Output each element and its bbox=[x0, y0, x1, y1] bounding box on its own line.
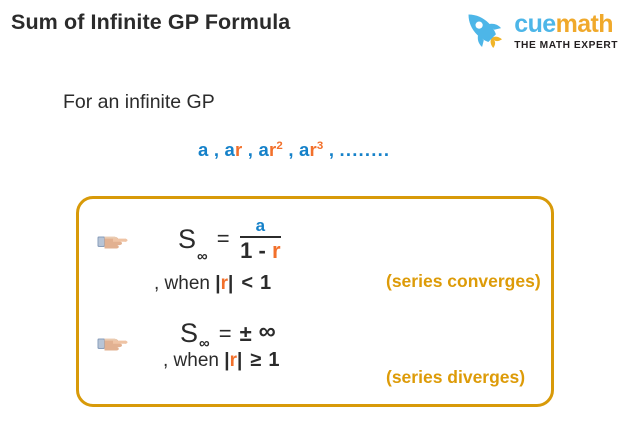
sequence-term-1: a bbox=[198, 139, 209, 160]
condition-value: 1 bbox=[268, 349, 280, 371]
sequence-term-2: ar bbox=[224, 139, 243, 160]
fraction-numerator: a bbox=[255, 216, 266, 235]
formula-row-divergent: S ∞ = ± ∞ , when |r| ≥1 (series diverges) bbox=[96, 317, 525, 388]
logo-tagline: THE MATH EXPERT bbox=[514, 39, 618, 51]
sum-subscript-infinity: ∞ bbox=[197, 248, 208, 266]
rocket-icon bbox=[461, 7, 505, 56]
sum-subscript-infinity: ∞ bbox=[199, 335, 210, 352]
sequence-comma-1: , bbox=[213, 139, 220, 160]
condition-relation: ≥ bbox=[250, 349, 262, 371]
condition-variable-r: r bbox=[229, 350, 237, 371]
condition-value: 1 bbox=[260, 272, 272, 295]
logo-wordmark: cuemath bbox=[514, 9, 618, 38]
infinity-symbol: ∞ bbox=[258, 317, 276, 345]
formula-expression-convergent: S ∞ = a 1 - r bbox=[178, 216, 283, 266]
abs-bar-close: | bbox=[228, 273, 234, 295]
equals-sign: = bbox=[218, 320, 232, 346]
condition-divergent: , when |r| ≥1 bbox=[163, 349, 279, 372]
sum-symbol: S bbox=[180, 318, 199, 348]
abs-bar-close: | bbox=[237, 350, 243, 371]
condition-relation: < bbox=[241, 272, 254, 295]
sequence-ellipsis: ........ bbox=[339, 139, 391, 160]
fraction-denominator: 1 - r bbox=[240, 238, 280, 263]
note-series-diverges: (series diverges) bbox=[386, 367, 526, 387]
abs-bar-open: | bbox=[224, 350, 230, 371]
gp-sequence: a , ar , ar2 , ar3 , ........ bbox=[198, 139, 390, 161]
page-title: Sum of Infinite GP Formula bbox=[11, 10, 291, 34]
logo-word-math: math bbox=[555, 9, 614, 38]
pointing-hand-icon bbox=[96, 326, 130, 360]
logo-text: cuemath THE MATH EXPERT bbox=[514, 9, 618, 51]
pointing-hand-icon bbox=[96, 224, 130, 258]
condition-prefix: , when bbox=[163, 350, 219, 371]
equals-sign: = bbox=[216, 226, 230, 252]
sum-symbol: S bbox=[178, 223, 197, 254]
sequence-comma-4: , bbox=[328, 139, 335, 160]
condition-convergent: , when |r| <1 bbox=[154, 262, 283, 295]
note-series-converges: (series converges) bbox=[386, 271, 541, 291]
sequence-comma-3: , bbox=[288, 139, 294, 160]
fraction-bar bbox=[239, 235, 282, 238]
formula-box: S ∞ = a 1 - r , when |r|<1 (series conve… bbox=[76, 196, 554, 407]
intro-text: For an infinite GP bbox=[63, 91, 215, 113]
formula-expression-divergent: S ∞ = ± ∞ bbox=[180, 317, 279, 353]
sequence-term-4: ar3 bbox=[299, 139, 324, 160]
condition-prefix: , when bbox=[154, 273, 210, 295]
condition-variable-r: r bbox=[220, 273, 228, 295]
formula-body-divergent: S ∞ = ± ∞ , when |r| ≥1 (series diverges) bbox=[130, 317, 525, 388]
abs-bar-open: | bbox=[215, 273, 221, 295]
plus-minus-sign: ± bbox=[239, 320, 252, 346]
sequence-term-3: ar2 bbox=[258, 139, 283, 160]
sequence-term-4-exponent: 3 bbox=[316, 139, 324, 152]
formula-body-convergent: S ∞ = a 1 - r , when |r|<1 (series conve… bbox=[130, 216, 541, 295]
denominator-r: r bbox=[271, 237, 281, 263]
cuemath-logo: cuemath THE MATH EXPERT bbox=[461, 7, 618, 56]
denominator-left: 1 - bbox=[240, 237, 266, 263]
formula-row-convergent: S ∞ = a 1 - r , when |r|<1 (series conve… bbox=[96, 216, 541, 295]
sequence-term-3-exponent: 2 bbox=[276, 139, 283, 152]
fraction: a 1 - r bbox=[239, 216, 282, 263]
logo-word-cue: cue bbox=[514, 9, 556, 38]
sequence-comma-2: , bbox=[247, 139, 254, 160]
